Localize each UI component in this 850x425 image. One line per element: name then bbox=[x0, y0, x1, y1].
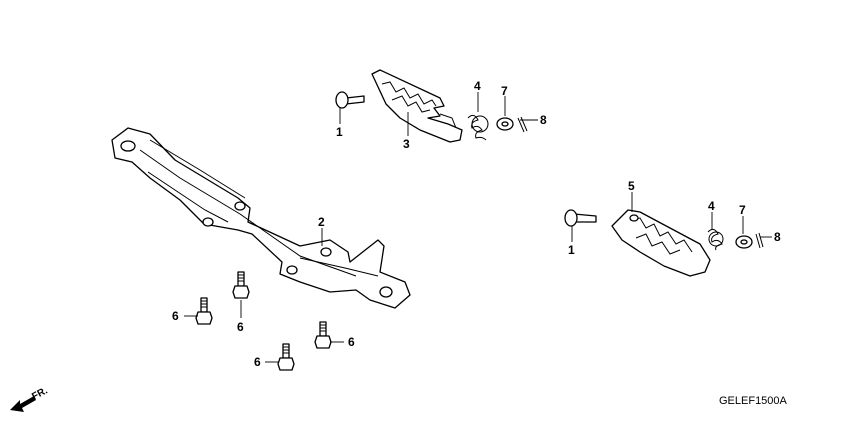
footpeg-part-lower[interactable] bbox=[611, 209, 711, 277]
leader-lines bbox=[184, 92, 772, 363]
callout-1-upper: 1 bbox=[336, 125, 343, 139]
pin-part-upper[interactable] bbox=[335, 91, 365, 109]
callout-4-lower: 4 bbox=[708, 199, 715, 213]
callout-7-lower: 7 bbox=[739, 203, 746, 217]
front-arrow: FR. bbox=[10, 385, 50, 412]
bolt-part-a[interactable] bbox=[195, 297, 213, 325]
callout-7-upper: 7 bbox=[501, 84, 508, 98]
bolt-part-d[interactable] bbox=[277, 343, 295, 371]
washer-part-upper[interactable] bbox=[496, 117, 514, 131]
callout-3: 3 bbox=[403, 137, 410, 151]
cotter-pin-part-upper[interactable] bbox=[517, 116, 528, 133]
washer-part-lower[interactable] bbox=[735, 235, 753, 249]
footpeg-part-upper[interactable] bbox=[371, 69, 463, 143]
callout-2: 2 bbox=[318, 215, 325, 229]
callout-4-upper: 4 bbox=[474, 79, 481, 93]
cotter-pin-part-lower[interactable] bbox=[755, 232, 764, 249]
callout-6-a: 6 bbox=[172, 309, 179, 323]
callout-6-c: 6 bbox=[348, 335, 355, 349]
callout-6-d: 6 bbox=[254, 355, 261, 369]
pin-part-lower[interactable] bbox=[564, 209, 597, 227]
bolt-part-c[interactable] bbox=[314, 321, 332, 349]
callout-8-lower: 8 bbox=[774, 230, 781, 244]
step-bar-part[interactable] bbox=[111, 127, 411, 309]
spring-part-upper[interactable] bbox=[467, 114, 489, 141]
bolt-part-b[interactable] bbox=[232, 271, 250, 299]
front-marker-label: FR. bbox=[30, 385, 50, 402]
callout-1-lower: 1 bbox=[568, 243, 575, 257]
callout-8-upper: 8 bbox=[540, 113, 547, 127]
callouts: 1 3 4 7 8 2 5 1 4 7 8 6 6 6 6 bbox=[172, 79, 781, 369]
callout-6-b: 6 bbox=[237, 320, 244, 334]
callout-5: 5 bbox=[628, 179, 635, 193]
diagram-code: GELEF1500A bbox=[719, 395, 788, 407]
spring-part-lower[interactable] bbox=[707, 228, 724, 251]
